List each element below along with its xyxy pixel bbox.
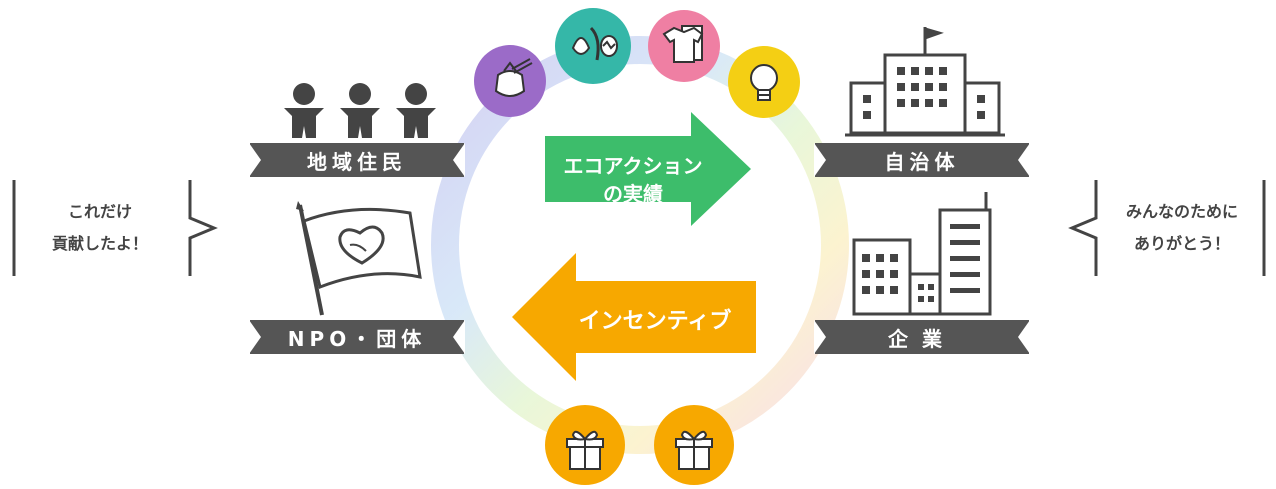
- residents-label: 地域住民: [249, 143, 465, 177]
- npo-flag-icon: [292, 197, 422, 321]
- incentive-label: インセンティブ: [578, 309, 732, 334]
- right-speech-line2: ありがとう！: [1133, 234, 1230, 253]
- cycle-ring: [431, 36, 849, 454]
- company-label: 企業: [814, 320, 1030, 354]
- gift-icon: [545, 405, 625, 489]
- municipality-label: 自治体: [814, 143, 1030, 177]
- left-speech-line1: これだけ: [67, 202, 132, 221]
- left-speech-line2: 貢献したよ！: [51, 234, 148, 253]
- clothes-icon: [648, 10, 720, 86]
- light-bulb-icon: [728, 46, 800, 122]
- left-speech-bracket: [10, 178, 220, 282]
- incentive-arrow: [512, 253, 756, 385]
- office-buildings-icon: [848, 190, 998, 322]
- city-hall-icon: [845, 25, 1005, 147]
- gift-icon: [654, 405, 734, 489]
- npo-label: NPO・団体: [249, 320, 465, 354]
- right-speech-bracket: [1066, 178, 1270, 282]
- residents-icon: [278, 82, 442, 144]
- eco-action-arrow: [545, 112, 751, 230]
- right-speech-line1: みんなのために: [1125, 202, 1238, 221]
- eco-action-label-2: の実績: [603, 182, 663, 206]
- food-waste-icon: [555, 8, 631, 88]
- trash-bag-icon: [474, 45, 546, 121]
- eco-action-label-1: エコアクション: [563, 154, 703, 178]
